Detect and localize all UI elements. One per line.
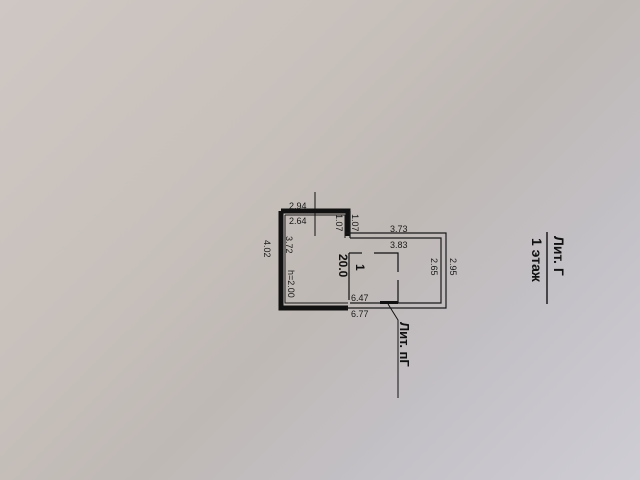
dim-step-inner: 1.07 xyxy=(334,214,344,232)
room-number: 1 xyxy=(353,264,367,271)
main-wall xyxy=(278,208,351,311)
room-marker xyxy=(348,252,399,303)
callout-leader xyxy=(387,303,399,398)
dim-left-inner: 3.72 xyxy=(284,236,294,254)
dim-bottom-inner: 6.47 xyxy=(351,293,369,303)
dim-right-top-outer: 3.73 xyxy=(390,224,408,234)
dim-right-top-inner: 3.83 xyxy=(390,240,408,250)
dim-top-outer: 2.94 xyxy=(289,201,307,211)
dim-top-inner: 2.64 xyxy=(289,216,307,226)
dim-right-side-inner: 2.65 xyxy=(429,258,439,276)
entrance-mark xyxy=(380,301,398,304)
room-height: h=2.00 xyxy=(286,270,296,298)
dim-bottom-outer: 6.77 xyxy=(351,309,369,319)
title-line2: 1 этаж xyxy=(529,238,545,283)
dim-left-outer: 4.02 xyxy=(262,240,272,258)
dim-step-outer: 1.07 xyxy=(350,214,360,232)
dim-right-side-outer: 2.95 xyxy=(448,258,458,276)
inner-wall-line xyxy=(284,214,348,304)
room-area: 20.0 xyxy=(336,254,350,278)
title-line1: Лит. Г xyxy=(551,236,567,276)
callout-label: Лит. пГ xyxy=(397,322,412,367)
